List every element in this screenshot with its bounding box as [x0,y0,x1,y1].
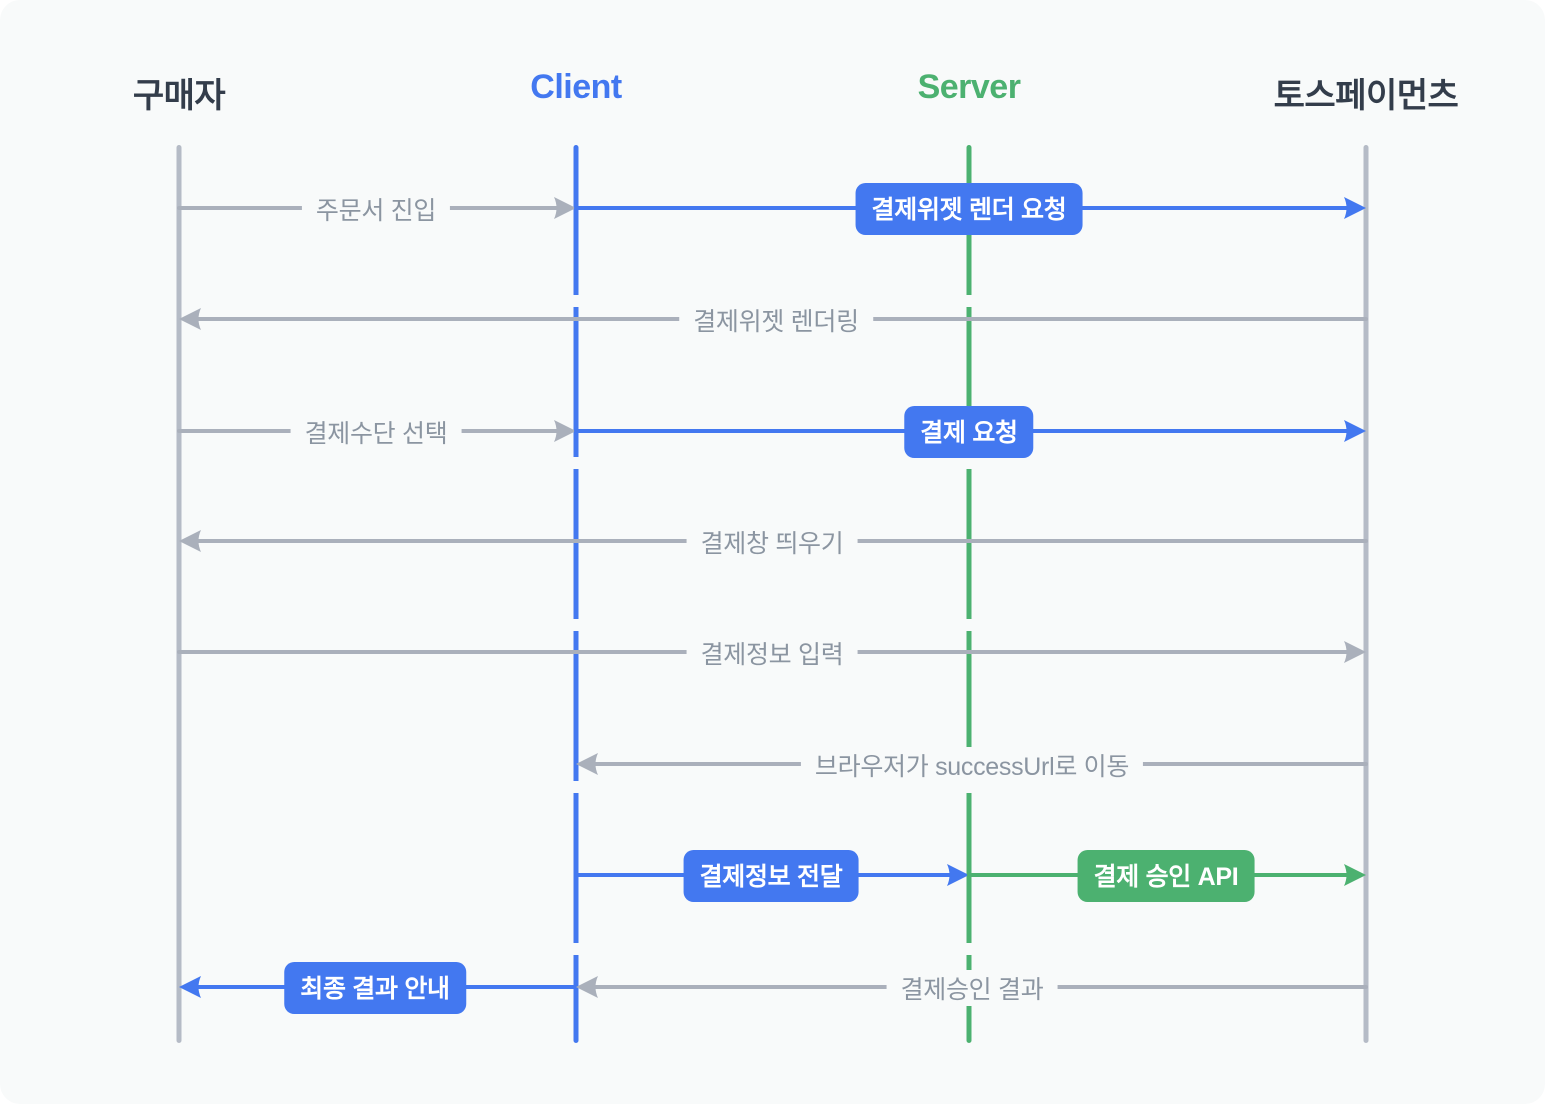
message-label-5-0: 브라우저가 successUrl로 이동 [800,747,1144,783]
message-label-7-0: 최종 결과 안내 [284,962,466,1014]
message-label-3-0: 결제창 띄우기 [686,524,858,560]
lifeline-server [966,145,972,1043]
column-header-client: Client [530,68,622,106]
message-label-0-0: 주문서 진입 [301,191,451,227]
message-label-2-1: 결제 요청 [904,406,1034,458]
column-header-server: Server [917,68,1021,106]
lifeline-buyer [176,145,182,1043]
message-label-2-0: 결제수단 선택 [290,414,462,450]
message-label-6-0: 결제정보 전달 [683,850,859,902]
lifeline-toss [1363,145,1369,1043]
message-label-4-0: 결제정보 입력 [686,635,858,671]
column-header-toss: 토스페이먼츠 [1273,77,1459,115]
message-label-7-1: 결제승인 결과 [886,970,1058,1006]
lifeline-client [573,145,579,1043]
column-header-buyer: 구매자 [132,77,226,115]
message-label-0-1: 결제위젯 렌더 요청 [855,183,1083,235]
message-label-1-0: 결제위젯 렌더링 [679,302,873,338]
message-label-6-1: 결제 승인 API [1077,850,1255,902]
